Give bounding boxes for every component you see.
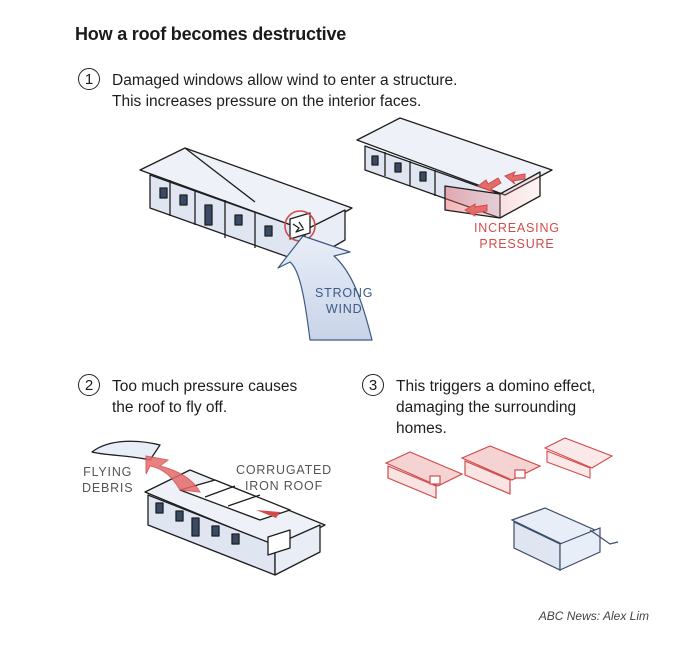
step-3: 3 This triggers a domino effect, damagin… — [362, 374, 596, 439]
credit: ABC News: Alex Lim — [538, 609, 649, 623]
strong-wind-arrow — [277, 235, 373, 341]
step-3-number: 3 — [362, 374, 384, 396]
step-1: 1 Damaged windows allow wind to enter a … — [78, 68, 458, 112]
domino-house-4 — [510, 507, 619, 571]
step-2-number: 2 — [78, 374, 100, 396]
corrugated-roof-label: CORRUGATED IRON ROOF — [236, 463, 332, 493]
step-1-number: 1 — [78, 68, 100, 90]
step-1-text: Damaged windows allow wind to enter a st… — [112, 72, 458, 110]
domino-house-1 — [384, 451, 464, 499]
flying-debris-label: FLYING DEBRIS — [82, 465, 134, 495]
pressure-arrows — [464, 171, 526, 217]
increasing-pressure-label: INCREASING PRESSURE — [474, 221, 560, 251]
strong-wind-label: STRONG WIND — [315, 286, 374, 316]
roof-lift-arrow — [145, 455, 201, 493]
step-2-text: Too much pressure causes the roof to fly… — [112, 378, 298, 416]
house-increasing-pressure — [356, 117, 553, 219]
step-2: 2 Too much pressure causes the roof to f… — [78, 374, 298, 418]
step-3-text: This triggers a domino effect, damaging … — [396, 378, 596, 437]
diagram-title: How a roof becomes destructive — [75, 24, 347, 44]
domino-house-2 — [460, 445, 542, 495]
domino-house-3 — [543, 437, 614, 479]
